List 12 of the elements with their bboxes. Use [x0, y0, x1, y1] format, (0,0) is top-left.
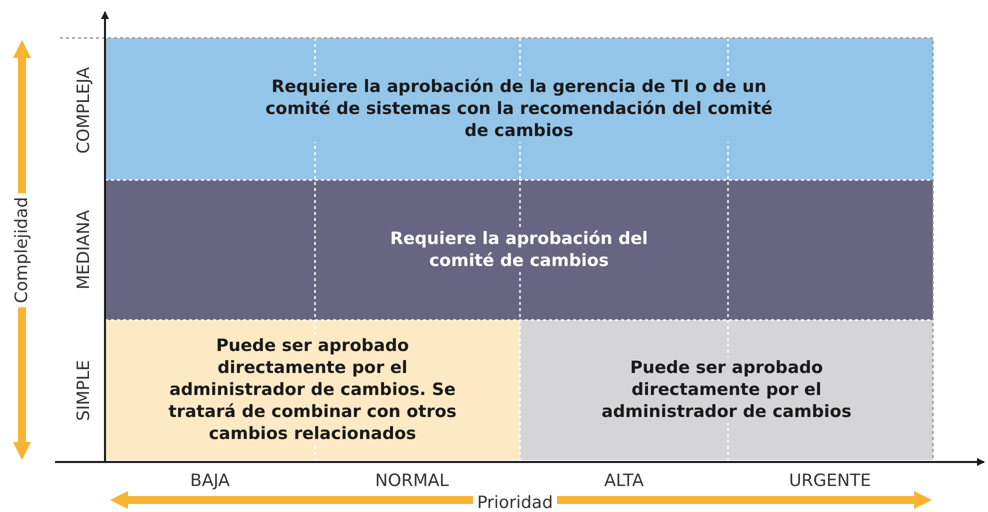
- column-label: BAJA: [190, 471, 230, 491]
- row-label: MEDIANA: [74, 210, 94, 290]
- matrix-region: [105, 38, 933, 180]
- column-label: URGENTE: [788, 471, 871, 491]
- column-label: NORMAL: [375, 471, 449, 491]
- axis-title: Complejidad: [12, 192, 32, 308]
- matrix-region: [105, 180, 933, 320]
- column-label: ALTA: [604, 471, 644, 491]
- matrix-region: [105, 320, 520, 460]
- row-label: COMPLEJA: [74, 66, 94, 154]
- matrix-region: [520, 320, 933, 460]
- row-label: SIMPLE: [74, 360, 94, 420]
